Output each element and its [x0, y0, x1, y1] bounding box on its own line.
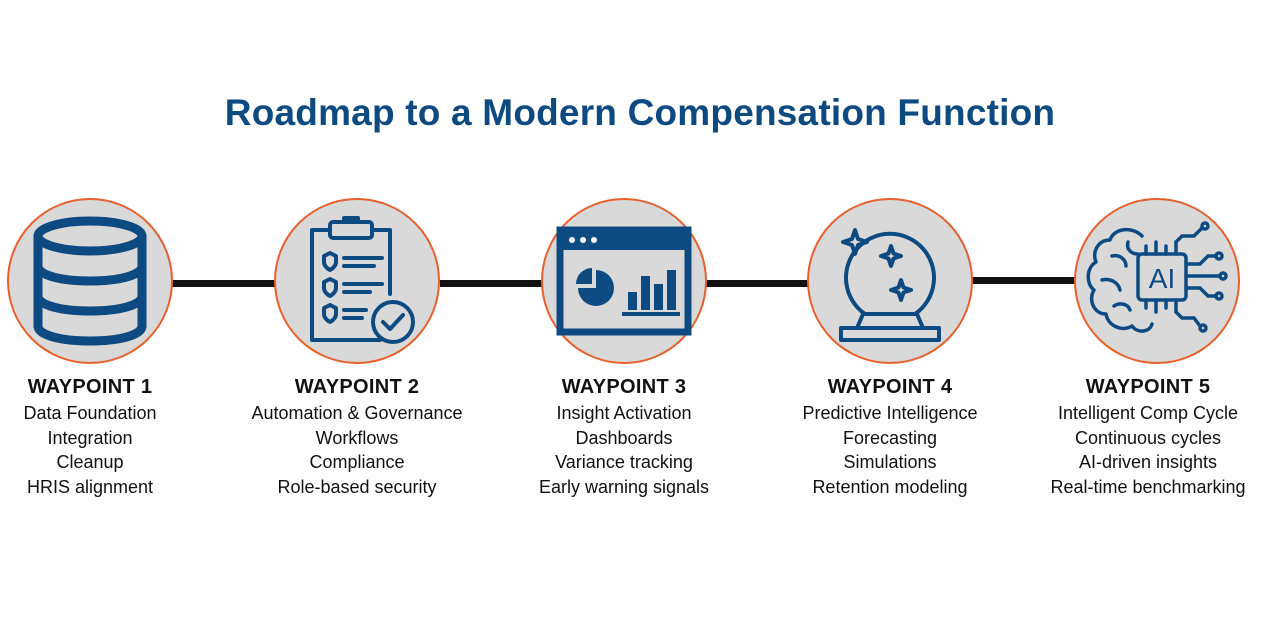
waypoint-item: Retention modeling: [812, 476, 968, 497]
waypoint-1-circle: [7, 198, 173, 364]
connector-line: [706, 280, 814, 287]
waypoint-item: Continuous cycles: [1074, 427, 1222, 448]
connector-line: [440, 280, 546, 287]
waypoint-item: Integration: [47, 427, 133, 448]
waypoint-item: Cleanup: [56, 452, 124, 472]
page-title: Roadmap to a Modern Compensation Functio…: [224, 92, 1056, 133]
clipboard-checklist-icon: [310, 216, 415, 344]
connector-line: [172, 280, 280, 287]
connector-line: [972, 277, 1080, 284]
waypoint-item: Variance tracking: [555, 452, 693, 472]
waypoint-item: Data Foundation: [23, 403, 157, 423]
waypoint-item: AI-driven insights: [1078, 452, 1218, 472]
waypoint-item: HRIS alignment: [26, 476, 154, 497]
waypoint-item: Automation & Governance: [251, 403, 463, 423]
database-icon: [33, 216, 147, 346]
waypoint-heading: WAYPOINT 2: [294, 376, 420, 398]
waypoint-item: Compliance: [309, 452, 405, 472]
dashboard-icon: [556, 226, 692, 336]
waypoint-5-circle: AI: [1074, 198, 1240, 364]
waypoint-item: Dashboards: [575, 427, 673, 448]
waypoint-5-text: WAYPOINT 5 Intelligent Comp Cycle Contin…: [1018, 376, 1278, 499]
waypoint-heading: WAYPOINT 5: [1085, 376, 1211, 398]
waypoint-3-text: WAYPOINT 3 Insight Activation Dashboards…: [494, 376, 754, 499]
waypoint-item: Forecasting: [842, 427, 938, 448]
waypoint-2-text: WAYPOINT 2 Automation & Governance Workf…: [227, 376, 487, 499]
waypoint-heading: WAYPOINT 1: [27, 376, 153, 398]
waypoint-1-text: WAYPOINT 1 Data Foundation Integration C…: [0, 376, 220, 499]
waypoint-3-circle: [541, 198, 707, 364]
waypoint-item: Workflows: [315, 427, 399, 448]
waypoint-4-circle: [807, 198, 973, 364]
ai-brain-icon: AI: [1086, 221, 1228, 333]
waypoint-heading: WAYPOINT 4: [827, 376, 953, 398]
waypoint-item: Early warning signals: [538, 476, 710, 497]
waypoint-item: Real-time benchmarking: [1050, 476, 1246, 497]
waypoint-item: Simulations: [843, 452, 937, 472]
waypoint-item: Insight Activation: [556, 403, 692, 423]
waypoint-item: Predictive Intelligence: [802, 403, 978, 423]
waypoint-heading: WAYPOINT 3: [561, 376, 687, 398]
waypoint-item: Role-based security: [277, 476, 437, 497]
ai-label: AI: [1149, 263, 1175, 294]
waypoint-2-circle: [274, 198, 440, 364]
crystal-ball-icon: [839, 228, 941, 342]
waypoint-4-text: WAYPOINT 4 Predictive Intelligence Forec…: [760, 376, 1020, 499]
waypoint-item: Intelligent Comp Cycle: [1057, 403, 1239, 423]
